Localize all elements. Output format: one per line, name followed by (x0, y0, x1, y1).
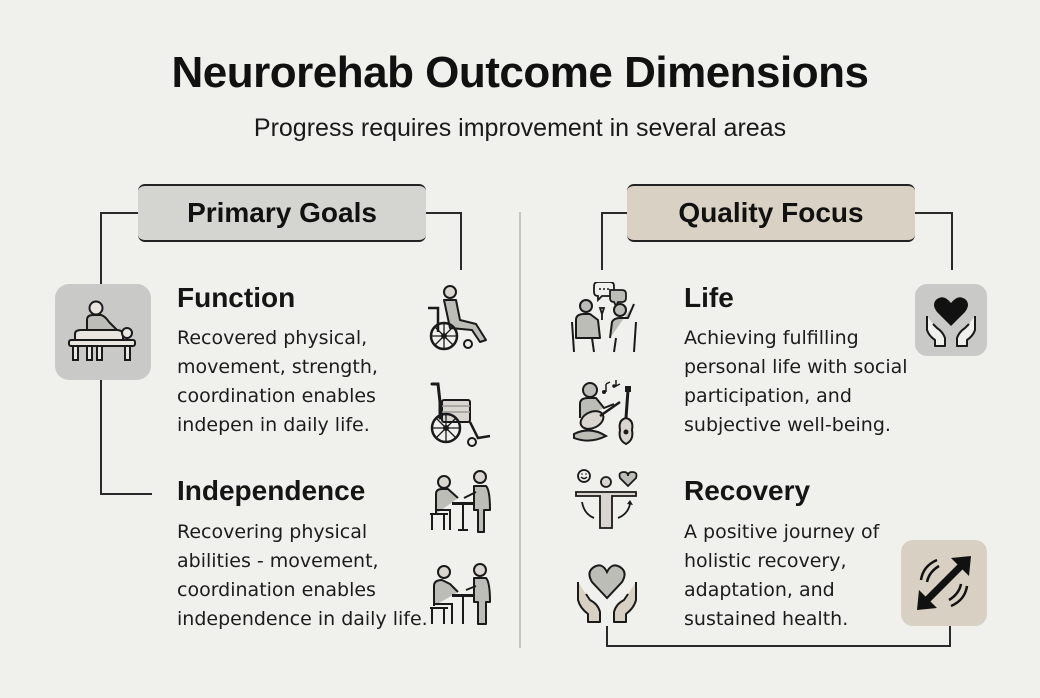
connector-line (100, 212, 140, 214)
wheelchair-user-icon (424, 282, 496, 354)
wellbeing-figure-icon (574, 468, 646, 540)
wheelchair-icon (424, 378, 496, 450)
caregiver-assist-table-icon (428, 470, 500, 542)
social-conversation-icon (570, 282, 642, 354)
recovery-title: Recovery (684, 475, 811, 506)
connector-line (100, 380, 102, 495)
connector-line (424, 212, 462, 214)
page-title: Neurorehab Outcome Dimensions (171, 48, 869, 97)
life-description: Achieving fulfilling personal life with … (684, 327, 908, 436)
independence-title: Independence (177, 475, 366, 506)
connector-line (606, 645, 951, 647)
connector-line (913, 212, 953, 214)
function-title: Function (177, 282, 296, 313)
page-subtitle: Progress requires improvement in several… (253, 114, 787, 142)
connector-line (606, 626, 608, 646)
recovery-icon-tile (901, 540, 987, 626)
guitar-music-icon (570, 378, 642, 450)
life-icon-tile (915, 284, 987, 356)
connector-line (949, 625, 951, 646)
bidirectional-arrow-icon (917, 556, 971, 610)
connector-line (100, 493, 152, 495)
heart-in-hands-icon (926, 297, 976, 347)
recovery-description: A positive journey of holistic recovery,… (684, 521, 880, 630)
connector-line (460, 212, 462, 270)
primary-goals-header: Primary Goals (138, 184, 426, 242)
life-title: Life (684, 282, 734, 313)
function-icon-tile (55, 284, 151, 380)
function-description: Recovered physical, movement, strength, … (177, 327, 378, 436)
caregiver-assist-writing-icon (428, 562, 500, 634)
connector-line (601, 212, 603, 270)
massage-therapy-icon (68, 300, 136, 361)
connector-line (951, 212, 953, 270)
connector-line (601, 212, 629, 214)
independence-description: Recovering physical abilities - movement… (177, 521, 428, 630)
heart-care-hands-icon (574, 558, 646, 630)
quality-focus-header: Quality Focus (627, 184, 915, 242)
connector-line (100, 212, 102, 284)
center-divider (519, 212, 521, 648)
